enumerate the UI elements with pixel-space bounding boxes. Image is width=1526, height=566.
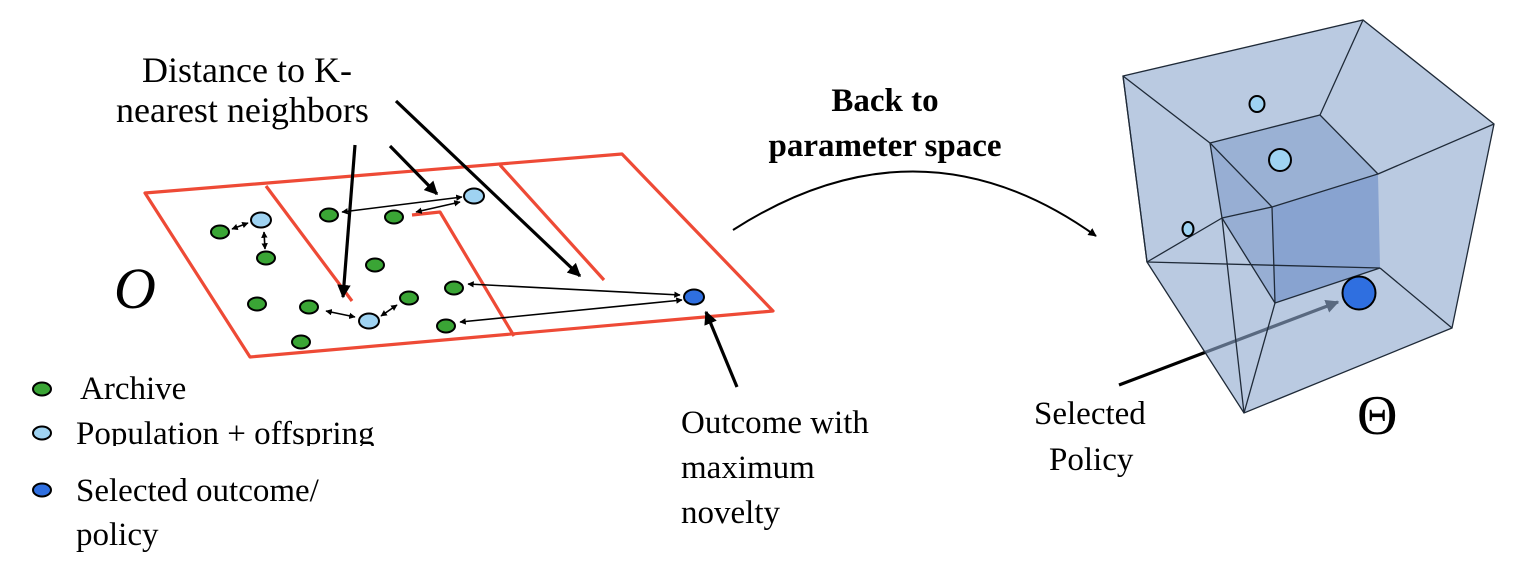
legend-selected-swatch	[32, 482, 52, 498]
distance-arrow	[261, 231, 268, 250]
archive-point	[384, 209, 404, 225]
distance-arrow	[325, 309, 356, 319]
outcome-points	[210, 187, 705, 350]
back-label-line1: Back to	[831, 83, 938, 119]
archive-point	[399, 290, 419, 306]
archive-point	[291, 334, 311, 350]
distance-arrow	[415, 200, 461, 214]
cube-edge	[1122, 75, 1148, 263]
cube-diagonals	[1122, 19, 1495, 414]
back-to-parameter-arrow	[732, 170, 1097, 237]
distance-arrow	[341, 194, 463, 215]
outcome-label-line3: novelty	[681, 495, 780, 531]
archive-point	[436, 318, 456, 334]
distance-arrow	[459, 297, 683, 325]
distance-label-arrow-1	[337, 144, 357, 299]
policy-point	[1248, 95, 1266, 113]
distance-arrow	[467, 281, 681, 298]
outcome-label-line2: maximum	[681, 450, 815, 486]
archive-point	[319, 207, 339, 223]
back-label-line2: parameter space	[768, 128, 1001, 164]
policy-point	[1268, 148, 1292, 172]
neighbor-distance-arrows	[231, 194, 683, 325]
distance-label-arrow-2	[388, 144, 439, 196]
legend-mask	[70, 446, 430, 460]
legend-archive-label: Archive	[80, 371, 186, 407]
outcome-label-line1: Outcome with	[681, 405, 869, 441]
legend-population-swatch	[32, 425, 52, 441]
population-point	[358, 312, 380, 330]
distance-label-line1: Distance to K-	[142, 50, 352, 90]
inner-top-face	[1210, 115, 1378, 207]
distance-arrow	[380, 304, 398, 317]
legend-archive-swatch	[32, 381, 52, 397]
archive-point	[365, 257, 385, 273]
policy-point	[1181, 221, 1195, 237]
archive-point	[210, 224, 230, 240]
selected-policy-label-line1: Selected	[1034, 396, 1146, 432]
selected-policy-label-line2: Policy	[1049, 442, 1134, 478]
plane-divider-1	[264, 185, 354, 302]
outcome-label-arrow	[704, 310, 739, 388]
plane-outline	[143, 152, 775, 359]
cube-back-edges	[1146, 217, 1381, 414]
plane-divider-3	[498, 163, 606, 282]
selected-policy-point	[1341, 275, 1377, 311]
population-point	[463, 187, 485, 205]
inner-front-face	[1272, 174, 1380, 303]
selected-outcome-point	[683, 288, 705, 306]
distance-arrow	[231, 222, 249, 230]
outcome-space-symbol: O	[114, 256, 156, 321]
archive-point	[256, 250, 276, 266]
parameter-space-cube	[1122, 19, 1495, 414]
parameter-space-symbol: Θ	[1357, 385, 1397, 447]
archive-point	[247, 296, 267, 312]
archive-point	[299, 299, 319, 315]
legend: Archive Population + offspring Selected …	[32, 371, 430, 553]
legend-selected-label-line2: policy	[76, 517, 159, 553]
archive-point	[444, 280, 464, 296]
inner-left-face	[1210, 143, 1275, 303]
distance-label-line2: nearest neighbors	[116, 90, 369, 130]
population-point	[250, 211, 272, 229]
distance-label-arrow-3	[394, 99, 582, 278]
outcome-space-plane	[143, 152, 775, 359]
legend-selected-label-line1: Selected outcome/	[76, 473, 320, 509]
inner-cube-edges	[1208, 114, 1381, 304]
